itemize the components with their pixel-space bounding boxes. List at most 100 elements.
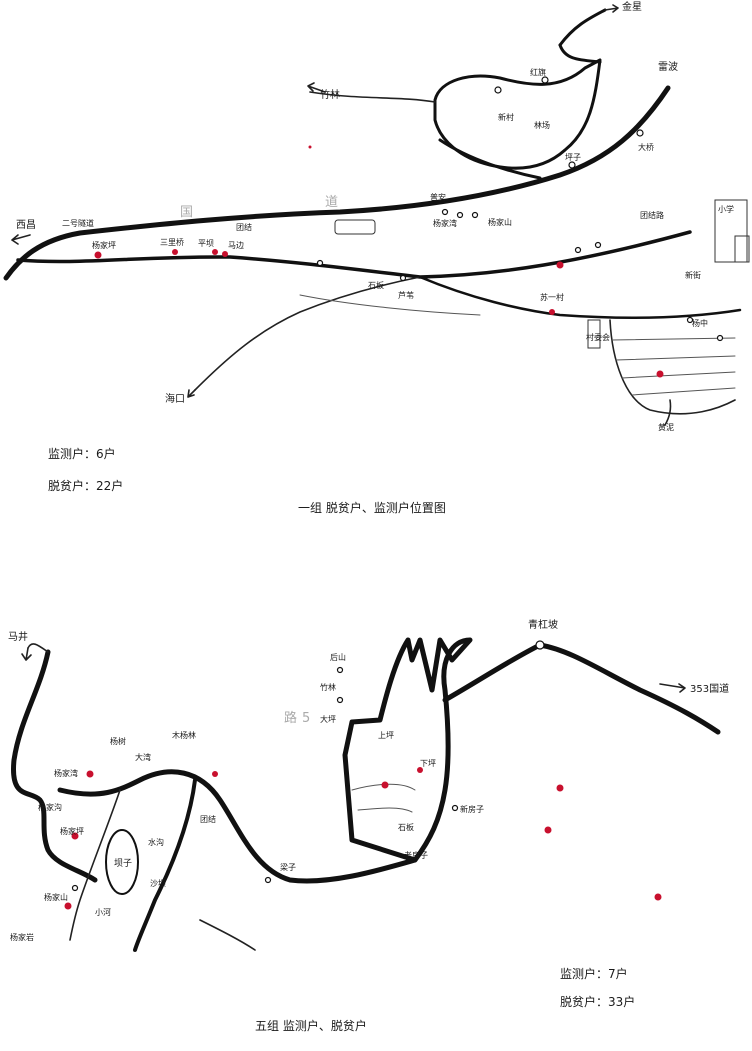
place-label: 大桥 [638, 142, 654, 152]
lake-link-road [438, 138, 542, 180]
place-label: 上坪 [378, 731, 394, 740]
map-node [471, 211, 479, 219]
east-branch-road [418, 275, 742, 319]
legend-monitor-count: 监测户：7户 [560, 966, 628, 981]
map-node [456, 211, 464, 219]
place-label: 新街 [685, 270, 701, 280]
terrace-line-1 [611, 337, 736, 341]
west-winding-road [11, 649, 98, 883]
village-inner-path-2 [357, 807, 413, 813]
zhulin-road [309, 91, 436, 103]
road-name-char-2: 道 [325, 195, 338, 210]
lower-main-road [16, 230, 692, 279]
direction-label-xichang: 西昌 [16, 219, 36, 231]
school-building [714, 199, 748, 263]
household-mark [308, 145, 312, 149]
east-national-road [442, 642, 721, 735]
place-label: 新村 [498, 112, 514, 122]
legend-poverty-count: 脱贫户：33户 [560, 994, 635, 1009]
map-caption: 五组 监测户、脱贫户 [255, 1018, 367, 1033]
direction-label-haikou: 海口 [165, 392, 185, 405]
household-mark [656, 370, 664, 378]
central-loop-road [57, 637, 473, 884]
place-label: 平坝 [198, 239, 214, 248]
household-mark [654, 893, 662, 901]
terrace-line-3 [621, 371, 736, 379]
place-label: 坝子 [114, 858, 132, 869]
road-name-char-1: 路 [284, 710, 297, 726]
household-mark [222, 251, 228, 257]
place-label: 杨树 [110, 736, 126, 746]
household-mark [212, 771, 218, 777]
place-label: 竹林 [320, 682, 336, 692]
southeast-road [664, 399, 672, 426]
majing-road [27, 643, 49, 653]
household-mark [94, 251, 102, 259]
map-node [71, 884, 79, 892]
arrow-west [11, 234, 31, 245]
place-label: 杨家坪 [60, 826, 84, 836]
place-label: 杨家坪 [92, 240, 116, 250]
place-label: 老房子 [404, 850, 428, 860]
map-node [441, 208, 449, 216]
place-label: 林场 [534, 120, 550, 130]
west-spur-road [69, 789, 121, 941]
arrow-east [659, 683, 686, 693]
map-caption: 一组 脱贫户、监测户位置图 [298, 500, 446, 515]
household-mark [64, 902, 72, 910]
household-mark [556, 784, 564, 792]
upper-mountain-road [558, 8, 607, 47]
direction-label-leibo: 雷波 [658, 60, 678, 73]
map-node [336, 666, 344, 674]
place-label: 团结 [200, 814, 216, 824]
household-mark [549, 309, 555, 315]
map-node [336, 696, 344, 704]
place-label: 杨家沟 [38, 802, 62, 812]
haikou-road [194, 276, 421, 391]
map-node [686, 316, 694, 324]
village-committee-building [587, 319, 601, 349]
direction-label-majing: 马井 [8, 630, 28, 643]
household-mark [381, 781, 389, 789]
place-label: 杨家山 [488, 217, 512, 227]
place-label: 石板 [368, 280, 384, 290]
household-mark [86, 770, 94, 778]
map-node [568, 161, 576, 169]
east-spur-road [199, 919, 256, 951]
lake-east-road [558, 43, 602, 64]
peak-node [535, 640, 545, 650]
map-node [574, 246, 582, 254]
direction-label-zhulin: 竹林 [320, 88, 340, 101]
faint-connector [299, 294, 481, 316]
place-label: 红旗 [530, 67, 546, 77]
place-label: 杨家岩 [10, 932, 34, 942]
place-label: 团结 [236, 222, 252, 232]
building-outline [334, 219, 376, 235]
map-node [636, 129, 644, 137]
place-label: 黄泥 [658, 422, 674, 432]
place-label: 团结路 [640, 210, 664, 220]
place-label: 坪子 [565, 153, 581, 162]
place-label: 芦苇 [398, 290, 414, 300]
legend-monitor-count: 监测户：6户 [48, 446, 116, 461]
terrace-line-2 [615, 355, 736, 361]
map-node [594, 241, 602, 249]
map-node [451, 804, 459, 812]
map-group-five: 马井 353国道 青杠坡 路 5 坝子 杨家湾 杨家坪 杨家山 木杨林 杨树 大… [8, 618, 729, 1033]
household-mark [556, 261, 564, 269]
place-label: 杨家湾 [54, 768, 78, 778]
household-mark [172, 249, 178, 255]
place-label: 大坪 [320, 714, 336, 724]
map-node [541, 76, 549, 84]
place-label: 木杨林 [172, 730, 196, 740]
place-label: 小学 [718, 204, 734, 214]
map-node [264, 876, 272, 884]
place-label: 杨中 [692, 318, 708, 328]
place-label: 村委会 [586, 332, 610, 342]
arrow-south [187, 389, 196, 398]
map-node [399, 274, 407, 282]
household-mark [212, 249, 218, 255]
place-label: 二号隧道 [62, 218, 94, 228]
household-mark [417, 767, 423, 773]
